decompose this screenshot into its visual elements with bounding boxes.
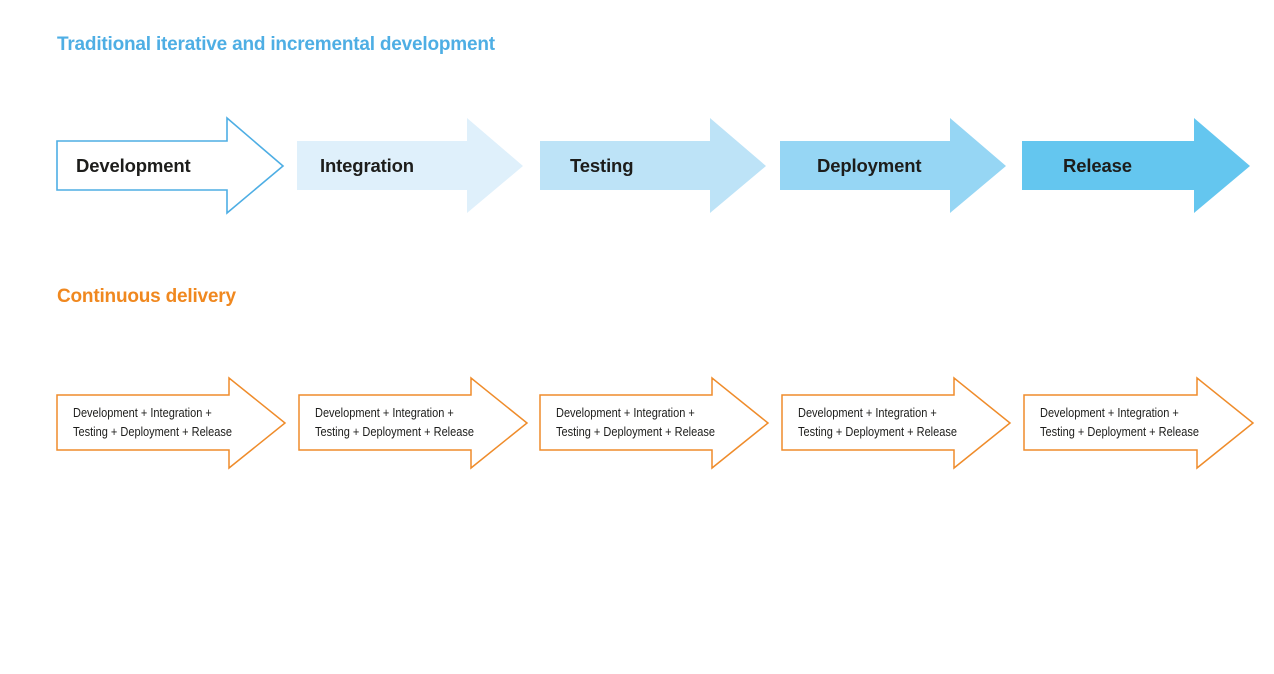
cd-stage-arrow-2[interactable]: Development + Integration + Testing + De… — [298, 0, 539, 674]
right-chevron-arrow-icon — [539, 376, 770, 470]
cd-stage-arrow-1[interactable]: Development + Integration + Testing + De… — [56, 0, 297, 674]
stage-arrow-release[interactable]: Release — [1022, 0, 1262, 674]
stage-label: Testing — [570, 155, 634, 176]
arrow-row-continuous: Development + Integration + Testing + De… — [56, 376, 1255, 470]
stage-label: Release — [1063, 155, 1132, 176]
cd-stage-label: Development + Integration + Testing + De… — [73, 406, 232, 439]
stage-arrow-testing[interactable]: Testing — [540, 0, 780, 674]
cd-stage-label: Development + Integration + Testing + De… — [315, 406, 474, 439]
right-chevron-arrow-icon — [540, 118, 766, 213]
section-heading-traditional: Traditional iterative and incremental de… — [57, 34, 495, 55]
right-chevron-arrow-icon — [297, 118, 523, 213]
stage-label: Integration — [320, 155, 414, 176]
right-chevron-arrow-icon — [298, 376, 529, 470]
stage-label: Deployment — [817, 155, 922, 176]
cd-stage-label: Development + Integration + Testing + De… — [798, 406, 957, 439]
right-chevron-arrow-icon — [1022, 118, 1250, 213]
right-chevron-arrow-icon — [56, 116, 285, 215]
right-chevron-arrow-icon — [781, 376, 1012, 470]
section-heading-continuous: Continuous delivery — [57, 286, 236, 307]
stage-label: Development — [76, 155, 191, 176]
cd-stage-arrow-4[interactable]: Development + Integration + Testing + De… — [781, 0, 1022, 674]
right-chevron-arrow-icon — [780, 118, 1006, 213]
stage-arrow-integration[interactable]: Integration — [297, 0, 537, 674]
stage-arrow-deployment[interactable]: Deployment — [780, 0, 1020, 674]
cd-stage-label: Development + Integration + Testing + De… — [556, 406, 715, 439]
cd-stage-label: Development + Integration + Testing + De… — [1040, 406, 1199, 439]
cd-stage-arrow-3[interactable]: Development + Integration + Testing + De… — [539, 0, 780, 674]
stage-arrow-development[interactable]: Development — [56, 0, 297, 674]
right-chevron-arrow-icon — [1023, 376, 1255, 470]
right-chevron-arrow-icon — [56, 376, 287, 470]
cd-stage-arrow-5[interactable]: Development + Integration + Testing + De… — [1023, 0, 1264, 674]
arrow-row-traditional: Development Integration Testing Deployme… — [0, 0, 1274, 240]
